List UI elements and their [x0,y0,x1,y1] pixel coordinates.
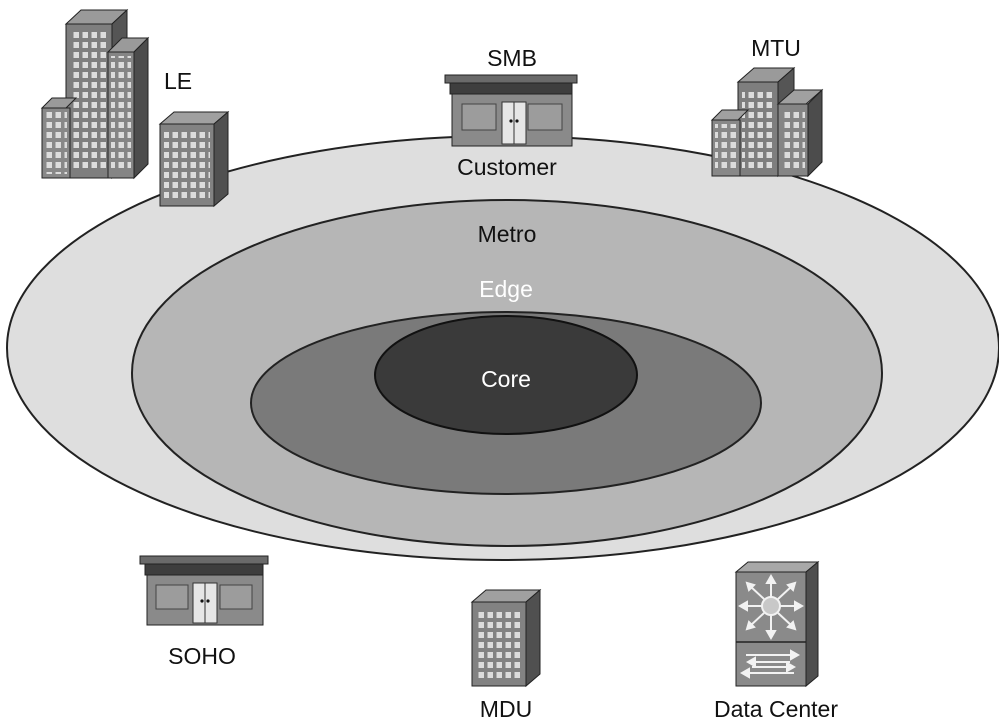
mdu-building-icon [470,588,542,688]
ring-label-core: Core [481,366,531,392]
smb-storefront-icon [444,74,578,147]
site-label-le: LE [164,68,192,94]
ring-label-edge: Edge [479,276,533,302]
mtu-building-icon [710,66,824,178]
site-label-smb: SMB [487,45,537,71]
ring-label-metro: Metro [478,221,537,247]
site-label-data-center: Data Center [714,696,838,721]
site-label-soho: SOHO [168,643,236,669]
ring-core [374,315,638,435]
ring-label-customer: Customer [457,154,557,180]
data-center-switch-icon [734,560,820,688]
site-label-mdu: MDU [480,696,532,721]
site-label-mtu: MTU [751,35,801,61]
le-building-icon [40,8,230,208]
soho-storefront-icon [139,555,269,626]
